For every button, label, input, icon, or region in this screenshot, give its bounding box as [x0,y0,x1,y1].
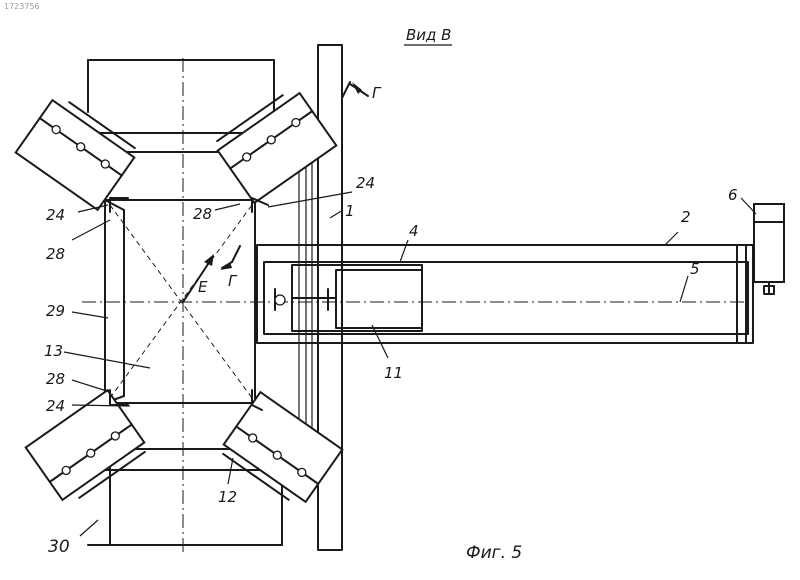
leader-29 [72,312,108,318]
leader-4 [400,240,408,262]
leader-lines [64,192,756,536]
label-13: 13 [44,342,63,360]
leader-5 [680,276,688,302]
label-6: 6 [728,186,738,204]
gripper-bottom-right [219,392,342,508]
label-30: 30 [48,537,70,557]
corner-code: 1723756 [4,2,40,11]
label-2: 2 [681,208,691,226]
view-title: Вид В [404,26,452,45]
label-28-lower-left: 28 [46,370,65,388]
leader-11 [372,325,388,358]
horizontal-arm [257,245,753,343]
label-1: 1 [345,202,355,220]
leader-30 [80,520,98,536]
clamp-jaws [110,198,268,410]
section-marker-lower: Г [220,246,240,290]
label-12: 12 [218,488,237,506]
leader-2 [665,232,678,245]
section-upper-stroke [342,82,350,98]
carriage-motor [336,270,422,328]
view-title-text: Вид В [406,26,451,44]
leader-24-upper-right [268,192,352,207]
view-direction-arrow: E [183,254,214,302]
arm-outer [257,245,753,343]
drive-unit-box [754,204,784,282]
arrow-e-label: E [198,278,208,296]
label-11: 11 [384,364,403,382]
gripper-top-left [16,94,139,210]
label-29: 29 [46,302,65,320]
label-24-upper-right: 24 [356,174,375,192]
gripper-bottom-left [26,390,149,506]
label-4: 4 [409,222,419,240]
section-lower-stroke [232,246,240,262]
section-lower-label: Г [228,272,238,290]
section-lower-arrowhead [220,262,232,270]
label-5: 5 [690,260,700,278]
arm-pivot [275,295,285,305]
gripper-br-body [224,392,343,502]
label-24-upper-left: 24 [46,206,65,224]
label-28-upper-left: 28 [46,245,65,263]
drive-unit-6 [754,204,784,294]
section-marker-upper: Г [342,82,382,102]
figure-caption: Фиг. 5 [466,543,522,563]
part-labels: 1 2 4 5 6 11 12 13 24 28 24 28 29 28 24 … [44,174,738,557]
label-28-upper-right: 28 [193,205,212,223]
label-24-lower-left: 24 [46,397,65,415]
leader-13 [64,352,150,368]
gripper-tl-body [16,100,135,210]
arrow-e-head [204,254,214,266]
leader-28-upper-right [215,204,240,210]
gripper-bl-body [26,390,145,500]
section-upper-label: Г [372,84,382,102]
